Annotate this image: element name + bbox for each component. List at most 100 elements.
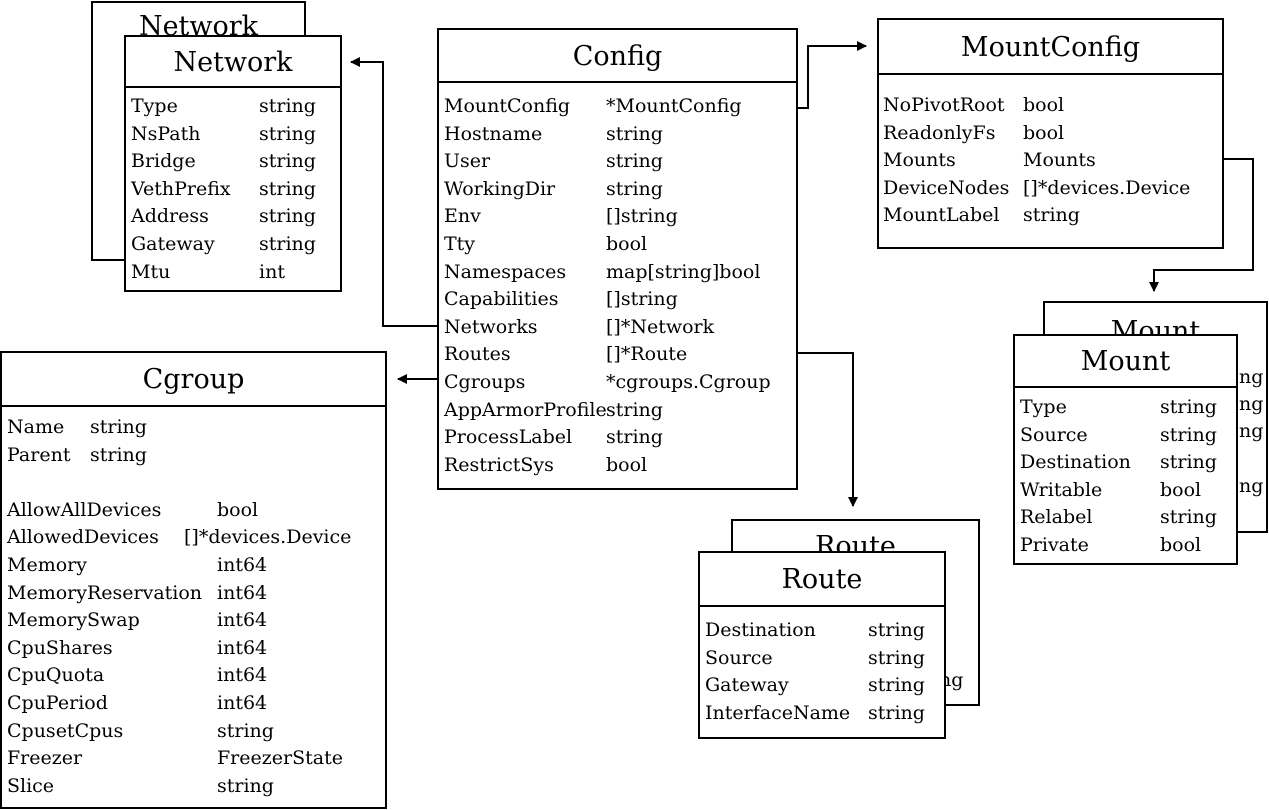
network-field-name: NsPath — [131, 122, 201, 145]
config-field-name: WorkingDir — [444, 177, 556, 200]
mount-back-fragment-1: ng — [1239, 366, 1264, 388]
mount-back-fragment-3: ng — [1239, 420, 1264, 442]
config-field-name: RestrictSys — [444, 453, 554, 476]
config-field-type: string — [606, 426, 663, 449]
mountconfig-field-name: ReadonlyFs — [883, 121, 996, 144]
mountconfig-field-type: []*devices.Device — [1023, 176, 1191, 199]
route-field-type: string — [868, 646, 925, 669]
config-field-type: *cgroups.Cgroup — [606, 371, 771, 393]
cgroup-field-type: FreezerState — [217, 747, 343, 770]
config-field-name: Tty — [444, 233, 476, 255]
config-field-name: Cgroups — [444, 371, 526, 393]
mount-field-type: string — [1160, 423, 1217, 446]
cgroup-field-name: Slice — [7, 774, 55, 797]
route-title: Route — [700, 553, 944, 607]
mount-field-type: bool — [1160, 534, 1202, 556]
config-field-name: Capabilities — [444, 288, 559, 311]
cgroup-field-name: MemoryReservation — [7, 581, 203, 604]
network-field-name: Gateway — [131, 233, 215, 255]
config-field-name: Env — [444, 205, 481, 228]
config-field-name: AppArmorProfile — [444, 398, 607, 421]
network-field-name: VethPrefix — [131, 177, 231, 200]
cgroup-field-type: string — [217, 719, 274, 742]
network-field-type: string — [259, 233, 316, 255]
route-field-name: Destination — [705, 619, 816, 641]
network-field-name: Address — [131, 205, 209, 228]
route-field-type: string — [868, 674, 925, 697]
cgroup-field-type: int64 — [217, 581, 268, 604]
mountconfig-field-name: NoPivotRoot — [883, 94, 1005, 116]
network-title: Network — [126, 37, 340, 88]
cgroup-field-type: int64 — [217, 554, 268, 576]
cgroup-field-type: int64 — [217, 692, 268, 714]
config-field-type: bool — [606, 233, 648, 255]
mount-field-type: bool — [1160, 478, 1202, 501]
network-field-name: Bridge — [131, 150, 196, 173]
cgroup-field-type: string — [90, 416, 147, 438]
route-field-type: string — [868, 619, 925, 641]
cgroup-field-name: CpuShares — [7, 636, 113, 659]
config-field-type: []*Route — [606, 343, 688, 366]
mount-field-name: Type — [1020, 396, 1067, 418]
config-field-type: map[string]bool — [606, 260, 761, 283]
config-field-type: []*Network — [606, 315, 715, 338]
config-field-name: User — [444, 150, 491, 173]
network-field-type: string — [259, 95, 316, 117]
mount-back-fragment-4: ng — [1239, 475, 1264, 497]
route-field-name: Gateway — [705, 674, 789, 697]
mount-field-name: Relabel — [1020, 506, 1093, 529]
network-field-name: Mtu — [131, 260, 171, 283]
mountconfig-field-type: bool — [1023, 121, 1065, 144]
network-field-type: string — [259, 150, 316, 173]
config-field-type: *MountConfig — [606, 95, 742, 117]
config-field-type: []string — [606, 205, 678, 228]
mountconfig-field-name: Mounts — [883, 149, 956, 172]
config-field-name: Hostname — [444, 122, 543, 145]
cgroup-field-name: CpusetCpus — [7, 719, 124, 742]
cgroup-field-type: int64 — [217, 664, 268, 687]
cgroup-field-name: AllowedDevices — [7, 526, 159, 549]
cgroup-title: Cgroup — [2, 353, 385, 407]
cgroup-field-type: string — [217, 774, 274, 797]
cgroup-field-name: Parent — [7, 443, 71, 466]
config-field-type: string — [606, 398, 663, 421]
mount-field-type: string — [1160, 506, 1217, 529]
cgroup-field-name: CpuPeriod — [7, 692, 108, 714]
cgroup-field-type: bool — [217, 498, 259, 521]
config-field-type: bool — [606, 453, 648, 476]
config-field-type: string — [606, 122, 663, 145]
cgroup-field-type: []*devices.Device — [184, 526, 352, 549]
mount-field-name: Writable — [1020, 478, 1103, 501]
mountconfig-field-name: DeviceNodes — [883, 176, 1010, 199]
config-field-name: Routes — [444, 343, 511, 366]
mount-field-type: string — [1160, 451, 1217, 474]
route-field-type: string — [868, 701, 925, 724]
config-field-name: Namespaces — [444, 260, 567, 283]
config-title: Config — [439, 30, 796, 83]
network-field-type: string — [259, 122, 316, 145]
cgroup-field-name: Name — [7, 416, 65, 438]
mount-field-name: Private — [1020, 534, 1089, 556]
cgroup-field-type: int64 — [217, 636, 268, 659]
config-field-name: MountConfig — [444, 95, 571, 117]
mountconfig-field-name: MountLabel — [883, 204, 1000, 227]
config-field-name: ProcessLabel — [444, 426, 573, 449]
network-field-type: string — [259, 205, 316, 228]
mountconfig-field-type: Mounts — [1023, 149, 1096, 172]
route-field-name: InterfaceName — [705, 701, 851, 724]
mount-title: Mount — [1015, 336, 1236, 388]
config-field-type: []string — [606, 288, 678, 311]
config-field-name: Networks — [444, 315, 538, 338]
mountconfig-field-type: bool — [1023, 94, 1065, 116]
network-field-type: string — [259, 177, 316, 200]
cgroup-field-name: MemorySwap — [7, 609, 140, 632]
cgroup-field-type: int64 — [217, 609, 268, 632]
cgroup-field-type: string — [90, 443, 147, 466]
cgroup-field-name: AllowAllDevices — [7, 498, 162, 521]
cgroup-field-name: CpuQuota — [7, 664, 105, 687]
